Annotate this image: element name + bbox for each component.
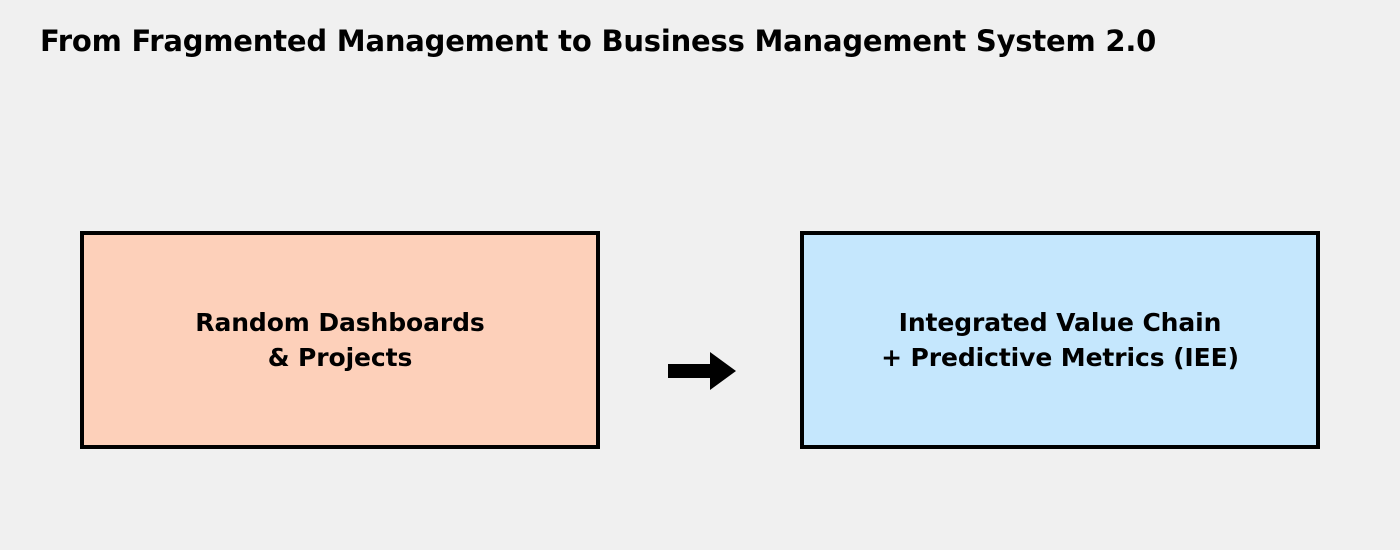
- flow-node-current-state: Random Dashboards & Projects: [80, 231, 600, 449]
- arrow-right-icon: [660, 345, 744, 397]
- page-title: From Fragmented Management to Business M…: [40, 24, 1157, 58]
- flow-node-target-state-label: Integrated Value Chain + Predictive Metr…: [881, 308, 1239, 372]
- flow-node-target-state: Integrated Value Chain + Predictive Metr…: [800, 231, 1320, 449]
- flow-node-current-state-label: Random Dashboards & Projects: [195, 308, 485, 372]
